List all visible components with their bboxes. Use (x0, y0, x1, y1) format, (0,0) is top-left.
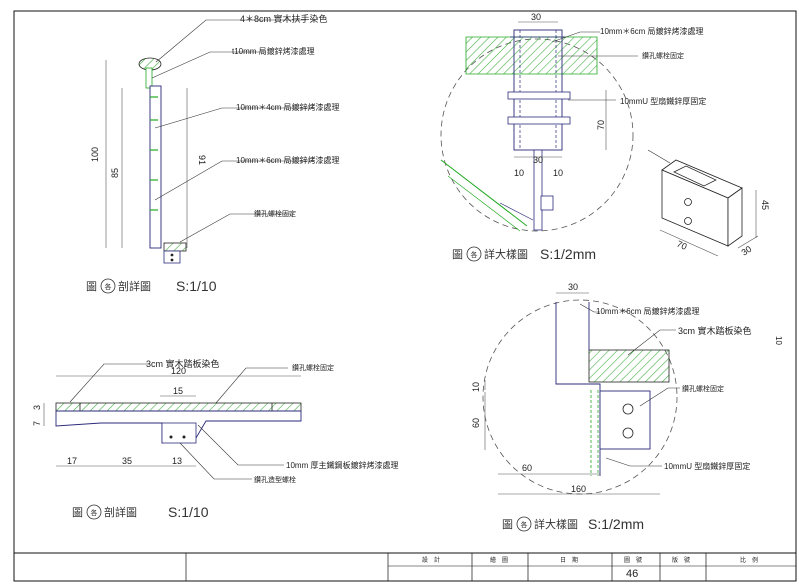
svg-text:各: 各 (105, 282, 112, 291)
dim-85: 85 (110, 168, 120, 178)
dim-30-d4: 30 (568, 282, 578, 292)
dim-35: 35 (122, 456, 132, 466)
svg-text:各: 各 (91, 508, 98, 517)
caption-2: 圖 各 詳大樣圖 S:1/2mm (452, 246, 596, 262)
note-bolt-2: 鑽孔螺栓固定 (642, 51, 684, 60)
dim-17: 17 (67, 456, 77, 466)
dim-60-vert: 60 (471, 418, 481, 428)
dim-30-top: 30 (531, 12, 541, 22)
svg-text:圖: 圖 (452, 248, 463, 261)
dim-10-d4: 10 (471, 382, 481, 392)
note-u-bracket-4: 10mmU 型扇鐵鋅厚固定 (664, 461, 750, 471)
dim-91: 91 (197, 155, 207, 165)
svg-text:詳大樣圖: 詳大樣圖 (484, 247, 528, 261)
drawing-4-detail: 30 10 60 60 160 10mm＊6cm 局鍍鋅烤漆處理 3cm 實木踏… (471, 282, 752, 532)
dim-60-horiz: 60 (522, 463, 532, 473)
dim-iso-45: 45 (760, 200, 770, 210)
note-u-bracket-2: 10mmU 型扇鐵鋅厚固定 (620, 96, 706, 106)
dim-iso-30: 30 (740, 244, 754, 258)
dim-10-left: 10 (514, 168, 524, 178)
dim-100: 100 (90, 147, 100, 162)
note-main-plate: 10mm 厚主鐵鋼板鍍鋅烤漆處理 (286, 460, 398, 470)
side-mark: 10 (774, 336, 783, 345)
note-bar-6cm-4: 10mm＊6cm 局鍍鋅烤漆處理 (596, 306, 700, 316)
svg-text:S:1/10: S:1/10 (168, 504, 209, 520)
bracket-isometric: 70 30 45 (647, 149, 770, 258)
note-bar-6cm: 10mm＊6cm 局鍍鋅烤漆處理 (236, 155, 340, 165)
svg-text:S:1/2mm: S:1/2mm (540, 246, 596, 262)
dim-7: 7 (32, 421, 42, 426)
tread-board (55, 402, 302, 412)
tb-scale: 比 例 (740, 556, 758, 564)
svg-text:圖: 圖 (502, 518, 513, 531)
svg-text:各: 各 (471, 250, 478, 259)
note-tread-wood: 3cm 實木踏板染色 (146, 358, 220, 369)
drawing-3-tread-section: 120 15 17 35 13 7 3 3cm 實木踏板染色 鑽孔螺栓固定 10… (32, 358, 398, 520)
svg-text:圖: 圖 (72, 506, 83, 519)
svg-text:詳大樣圖: 詳大樣圖 (534, 517, 578, 531)
caption-3: 圖 各 剖詳圖 S:1/10 (72, 504, 209, 520)
tb-date: 日 期 (560, 556, 578, 564)
base-plate (163, 242, 187, 252)
tb-version: 版 號 (672, 556, 690, 564)
svg-text:剖詳圖: 剖詳圖 (104, 505, 137, 519)
svg-text:S:1/10: S:1/10 (176, 278, 217, 294)
svg-text:各: 各 (521, 520, 528, 529)
title-block: 設 計 繪 圖 日 期 圖 號 版 號 比 例 46 (14, 552, 796, 581)
note-plate-t10: t10mm 局鍍鋅烤漆處理 (232, 46, 315, 56)
drawing-2-detail: 30 70 30 10 10 10mm＊6cm 局鍍鋅烤漆處理 鑽孔螺栓固定 1… (440, 12, 706, 262)
dim-15: 15 (173, 386, 183, 396)
caption-1: 圖 各 剖詳圖 S:1/10 (86, 278, 217, 294)
note-bolt-3: 鑽孔螺栓固定 (292, 363, 334, 372)
post (149, 85, 162, 249)
tb-sheet-no: 圖 號 (624, 556, 642, 564)
dim-160: 160 (571, 484, 586, 494)
tb-design: 設 計 (422, 556, 440, 564)
caption-4: 圖 各 詳大樣圖 S:1/2mm (502, 516, 644, 532)
dim-30-bottom: 30 (533, 155, 543, 165)
dim-120: 120 (171, 366, 186, 376)
drawing-1-handrail-section: 100 85 91 4＊8cm 實木扶手染色 t10mm 局鍍鋅烤漆處理 10m… (86, 13, 340, 294)
dim-3: 3 (32, 405, 42, 410)
note-bar-6cm-2: 10mm＊6cm 局鍍鋅烤漆處理 (600, 26, 704, 36)
sheet-border (13, 10, 797, 582)
note-bolt: 鑽孔螺栓固定 (254, 209, 296, 218)
dim-13: 13 (172, 456, 182, 466)
dim-10-right: 10 (553, 168, 563, 178)
note-deco-bolt: 鑽孔造型螺栓 (254, 475, 296, 484)
tb-sheet-value: 46 (626, 568, 638, 580)
svg-text:圖: 圖 (86, 280, 97, 293)
dim-70: 70 (596, 120, 606, 130)
svg-text:剖詳圖: 剖詳圖 (118, 279, 151, 293)
note-tread-wood-4: 3cm 實木踏板染色 (678, 325, 752, 336)
svg-text:S:1/2mm: S:1/2mm (588, 516, 644, 532)
tb-drawing: 繪 圖 (490, 556, 508, 564)
note-bar-4cm: 10mm＊4cm 局鍍鋅烤漆處理 (236, 102, 340, 112)
note-bolt-4: 鑽孔螺栓固定 (682, 384, 724, 393)
dim-iso-70: 70 (675, 239, 688, 252)
note-rail-wood: 4＊8cm 實木扶手染色 (240, 13, 328, 24)
